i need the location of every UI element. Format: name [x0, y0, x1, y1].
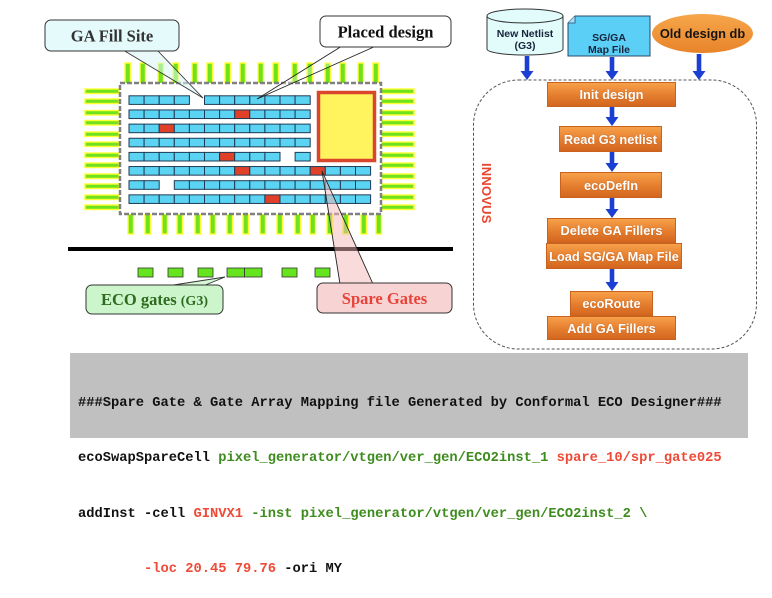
code-command: ecoSwapSpareCell — [78, 451, 219, 466]
code-line-header: ###Spare Gate & Gate Array Mapping file … — [78, 395, 748, 414]
callout-box — [316, 282, 453, 314]
eco-gate — [244, 267, 263, 278]
code-line-addinst: addInst -cell GINVX1 -inst pixel_generat… — [78, 506, 748, 525]
ga-fill-site-callout: GA Fill Site — [44, 19, 204, 99]
callout-box — [44, 19, 180, 52]
placed-cell — [355, 180, 372, 190]
eco-gates-label-suffix: (G3) — [181, 294, 209, 309]
map-file-input: SG/GA Map File — [567, 15, 651, 57]
eco-gates-callout: ECO gates (G3) — [85, 276, 226, 315]
eco-gate — [167, 267, 184, 278]
down-arrow-icon — [605, 198, 619, 218]
callout-pointer-outline — [166, 276, 226, 287]
flow-arrows — [520, 54, 706, 291]
callout-pointer-outline — [321, 170, 374, 285]
ga-fill-site-label: GA Fill Site — [71, 27, 154, 46]
pin-left — [84, 88, 120, 95]
cylinder-top — [486, 8, 564, 24]
eco-flow-diagram: New Netlist (G3) SG/GA Map File Old desi… — [473, 8, 757, 350]
down-arrow-icon — [605, 269, 619, 291]
spare-gates-callout: Spare Gates — [316, 170, 453, 314]
pin-left — [84, 109, 120, 116]
step-ecodefin: ecoDefIn — [560, 172, 662, 198]
code-instance-path: pixel_generator/vtgen/ver_gen/ECO2inst_1 — [218, 451, 557, 466]
old-design-db-input: Old design db — [652, 14, 753, 53]
new-netlist-label-line1: New Netlist — [497, 28, 554, 40]
placed-cell — [294, 123, 311, 134]
chip-layout-diagram: GA Fill Site Placed design ECO gates (G3… — [44, 15, 453, 315]
down-arrow-icon — [520, 56, 534, 80]
new-netlist-input: New Netlist (G3) — [486, 8, 564, 56]
eco-gate — [281, 267, 298, 278]
placed-cell — [294, 151, 311, 162]
step-load-map-file: Load SG/GA Map File — [546, 243, 682, 269]
hard-macro — [316, 90, 377, 163]
step-ecoroute: ecoRoute — [570, 291, 653, 316]
standard-cell-rows — [128, 95, 372, 204]
placed-cell — [143, 180, 160, 190]
innovus-boundary — [473, 79, 757, 350]
callout-box — [319, 15, 452, 48]
down-arrow-icon — [605, 152, 619, 172]
eco-mapping-code-block: ###Spare Gate & Gate Array Mapping file … — [70, 353, 748, 577]
code-command: addInst -cell — [78, 506, 194, 522]
eco-gate — [197, 267, 214, 278]
eco-gate — [137, 267, 154, 278]
down-arrow-icon — [692, 54, 706, 80]
down-arrow-icon — [605, 57, 619, 80]
placed-cell — [173, 95, 190, 105]
code-instance-path: -inst pixel_generator/vtgen/ver_gen/ECO2… — [243, 506, 648, 522]
old-design-db-label: Old design db — [660, 26, 745, 41]
placed-design-callout: Placed design — [256, 15, 452, 100]
code-spare-gate: spare_10/spr_gate025 — [556, 451, 722, 466]
placed-cell — [355, 194, 372, 204]
eco-gates-group — [137, 267, 331, 278]
placed-design-label: Placed design — [338, 23, 434, 42]
document-fold — [568, 16, 576, 24]
placed-cell — [294, 137, 311, 148]
code-orientation: -ori MY — [276, 562, 343, 577]
code-segment: ###Spare Gate & Gate Array Mapping file … — [78, 395, 722, 411]
down-arrow-icon — [605, 107, 619, 126]
database-ellipse — [652, 14, 753, 53]
spare-gates-label: Spare Gates — [342, 289, 428, 308]
callout-pointer-outline — [256, 45, 377, 100]
placed-cell — [355, 166, 372, 176]
step-delete-ga-fillers: Delete GA Fillers — [547, 218, 676, 243]
step-add-ga-fillers: Add GA Fillers — [547, 316, 676, 340]
step-read-g3-netlist: Read G3 netlist — [559, 126, 662, 152]
callout-pointer-outline — [122, 49, 204, 99]
callout-box — [85, 284, 224, 315]
code-line-ecoswapsparecell: ecoSwapSpareCell pixel_generator/vtgen/v… — [78, 450, 748, 469]
eco-gate — [314, 267, 331, 278]
code-location: -loc 20.45 79.76 — [78, 562, 277, 577]
placed-cell — [294, 95, 311, 105]
innovus-tool-label: INNOVUS — [479, 163, 494, 224]
eco-gates-label-main: ECO gates — [101, 290, 177, 309]
map-file-label-line2: Map File — [588, 44, 630, 56]
database-cylinder-icon — [486, 16, 564, 56]
placed-cell — [294, 109, 311, 120]
code-cell-name: GINVX1 — [193, 506, 244, 522]
placed-cell — [264, 151, 281, 162]
new-netlist-label-line2: (G3) — [515, 40, 536, 52]
eco-gates-label: ECO gates (G3) — [101, 290, 208, 309]
code-line-location: -loc 20.45 79.76 -ori MY — [78, 561, 748, 580]
map-file-label-line1: SG/GA — [592, 32, 626, 44]
step-init-design: Init design — [547, 82, 676, 107]
